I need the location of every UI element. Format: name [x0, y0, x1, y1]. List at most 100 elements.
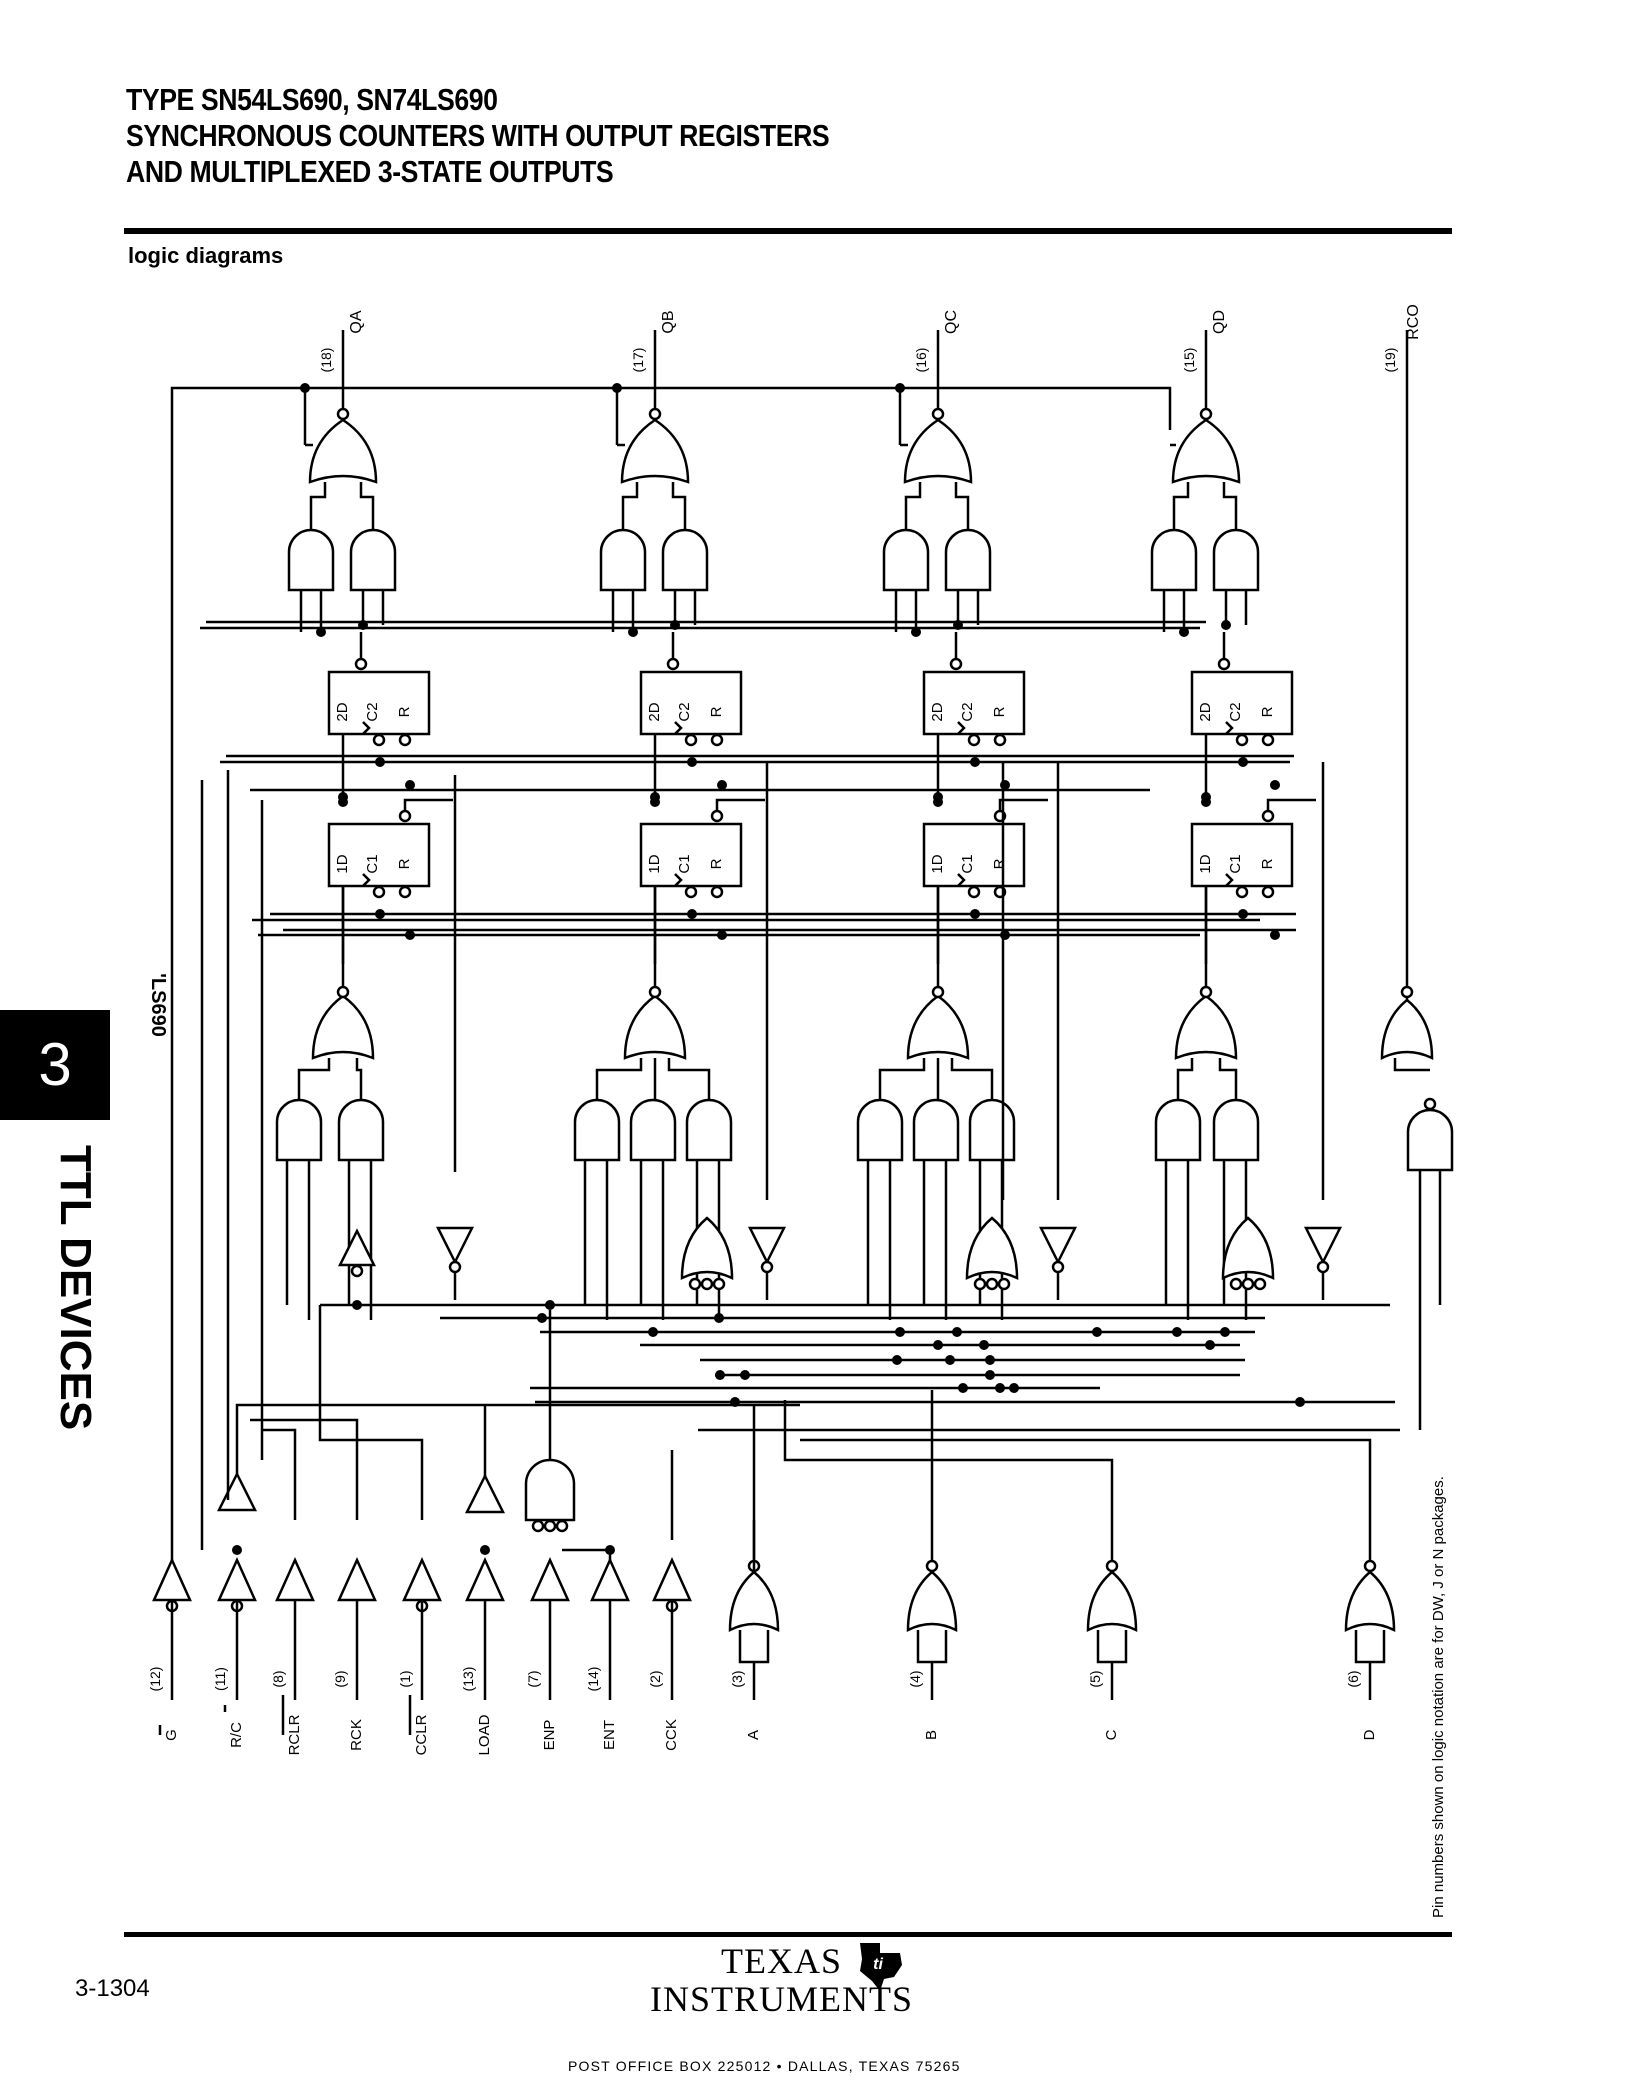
input-name-label: RCLR [286, 1714, 303, 1755]
counter-and-gate [275, 1098, 323, 1162]
bus-g [170, 386, 1172, 1570]
input-pin-label: (3) [729, 1670, 745, 1687]
header-rule [124, 228, 1452, 234]
inversion-bubble [354, 657, 368, 671]
inverter [435, 1226, 475, 1265]
output-name-label: QA [348, 310, 365, 333]
input-buffer [465, 1556, 505, 1602]
input-pin-label: (5) [1087, 1670, 1103, 1687]
input-pin-label: (14) [585, 1667, 601, 1692]
junction-dot [1179, 627, 1189, 637]
junction-dot [717, 930, 727, 940]
output-or-gate [1171, 418, 1241, 484]
junction-dot [1000, 930, 1010, 940]
junction-dot [605, 1545, 615, 1555]
wire [904, 482, 922, 530]
inversion-bubble [1400, 985, 1414, 999]
wire [1266, 798, 1316, 811]
inversion-bubble [710, 733, 724, 747]
inversion-bubble [967, 733, 981, 747]
inversion-bubble [710, 809, 724, 823]
carry-or-gate [680, 1216, 734, 1280]
wire [1354, 1630, 1386, 1664]
wire [916, 1630, 948, 1664]
inversion-bubble [1261, 809, 1275, 823]
inverter [747, 1226, 787, 1265]
company-address: POST OFFICE BOX 225012 • DALLAS, TEXAS 7… [568, 2058, 961, 2074]
input-name-label: RCK [348, 1719, 365, 1751]
clock-wedge [1225, 873, 1234, 887]
counter-and-gate [856, 1098, 904, 1162]
inversion-bubble [1229, 1277, 1243, 1291]
input-buffer [152, 1556, 192, 1602]
counter-or-gate [906, 994, 970, 1060]
inversion-bubble [1051, 1260, 1065, 1274]
junction-dot [945, 1355, 955, 1365]
inversion-bubble [760, 1260, 774, 1274]
output-and-gate-a [882, 528, 930, 592]
junction-dot [1220, 1327, 1230, 1337]
inversion-bubble [1363, 1559, 1377, 1573]
junction-dot [995, 1383, 1005, 1393]
register-reset-label: R [991, 706, 1008, 717]
input-name-label: D [1361, 1729, 1378, 1740]
wire [667, 1058, 711, 1100]
wire [403, 798, 453, 811]
inversion-bubble [973, 1277, 987, 1291]
input-or-gate [1344, 1570, 1396, 1633]
rco-or-gate [1380, 998, 1434, 1060]
inverter [1038, 1226, 1078, 1265]
counter-d-label: 1D [646, 854, 663, 873]
junction-dot [911, 627, 921, 637]
junction-dot [1172, 1327, 1182, 1337]
clock-wedge [362, 873, 371, 887]
clock-wedge [957, 873, 966, 887]
register-d-label: 2D [1197, 702, 1214, 721]
junction-dot [714, 1313, 724, 1323]
wire [297, 1058, 331, 1100]
clock-wedge [362, 721, 371, 735]
inversion-bubble [1235, 733, 1249, 747]
wire [1218, 1058, 1238, 1100]
junction-dot [1221, 620, 1231, 630]
output-name-label: QD [1211, 310, 1228, 334]
section-heading: logic diagrams [128, 243, 284, 268]
inversion-bubble [1261, 733, 1275, 747]
counter-and-gate [685, 1098, 733, 1162]
output-pin-label: (16) [913, 348, 929, 373]
counter-or-gate [1174, 994, 1238, 1060]
junction-dot [480, 1545, 490, 1555]
junction-dot [1205, 1340, 1215, 1350]
junction-dot [1238, 757, 1248, 767]
junction-dot [232, 1545, 242, 1555]
register-clock-label: C2 [364, 702, 381, 721]
junction-dot [375, 909, 385, 919]
register-reset-label: R [708, 706, 725, 717]
input-buffer [530, 1556, 570, 1602]
wire [262, 1428, 297, 1520]
inversion-bubble [372, 885, 386, 899]
inversion-bubble [712, 1277, 726, 1291]
inversion-bubble [1261, 885, 1275, 899]
wire [783, 1400, 1114, 1520]
junction-dot [952, 1327, 962, 1337]
counter-clock-label: C1 [959, 854, 976, 873]
input-pin-label: (6) [1345, 1670, 1361, 1687]
junction-dot [648, 1327, 658, 1337]
junction-dot [1201, 792, 1211, 802]
wire [715, 798, 765, 811]
inversion-bubble [398, 885, 412, 899]
input-buffer [590, 1556, 630, 1602]
inversion-bubble [1423, 1097, 1437, 1111]
register-clock-label: C2 [1227, 702, 1244, 721]
wire [1172, 482, 1190, 530]
enable-and-gate [524, 1458, 576, 1522]
register-d-label: 2D [334, 702, 351, 721]
junction-dot [405, 930, 415, 940]
junction-dot [1238, 909, 1248, 919]
inversion-bubble [967, 885, 981, 899]
input-or-gate [906, 1570, 958, 1633]
counter-or-gate [623, 994, 687, 1060]
input-pin-label: (2) [647, 1670, 663, 1687]
wire [1096, 1630, 1128, 1664]
